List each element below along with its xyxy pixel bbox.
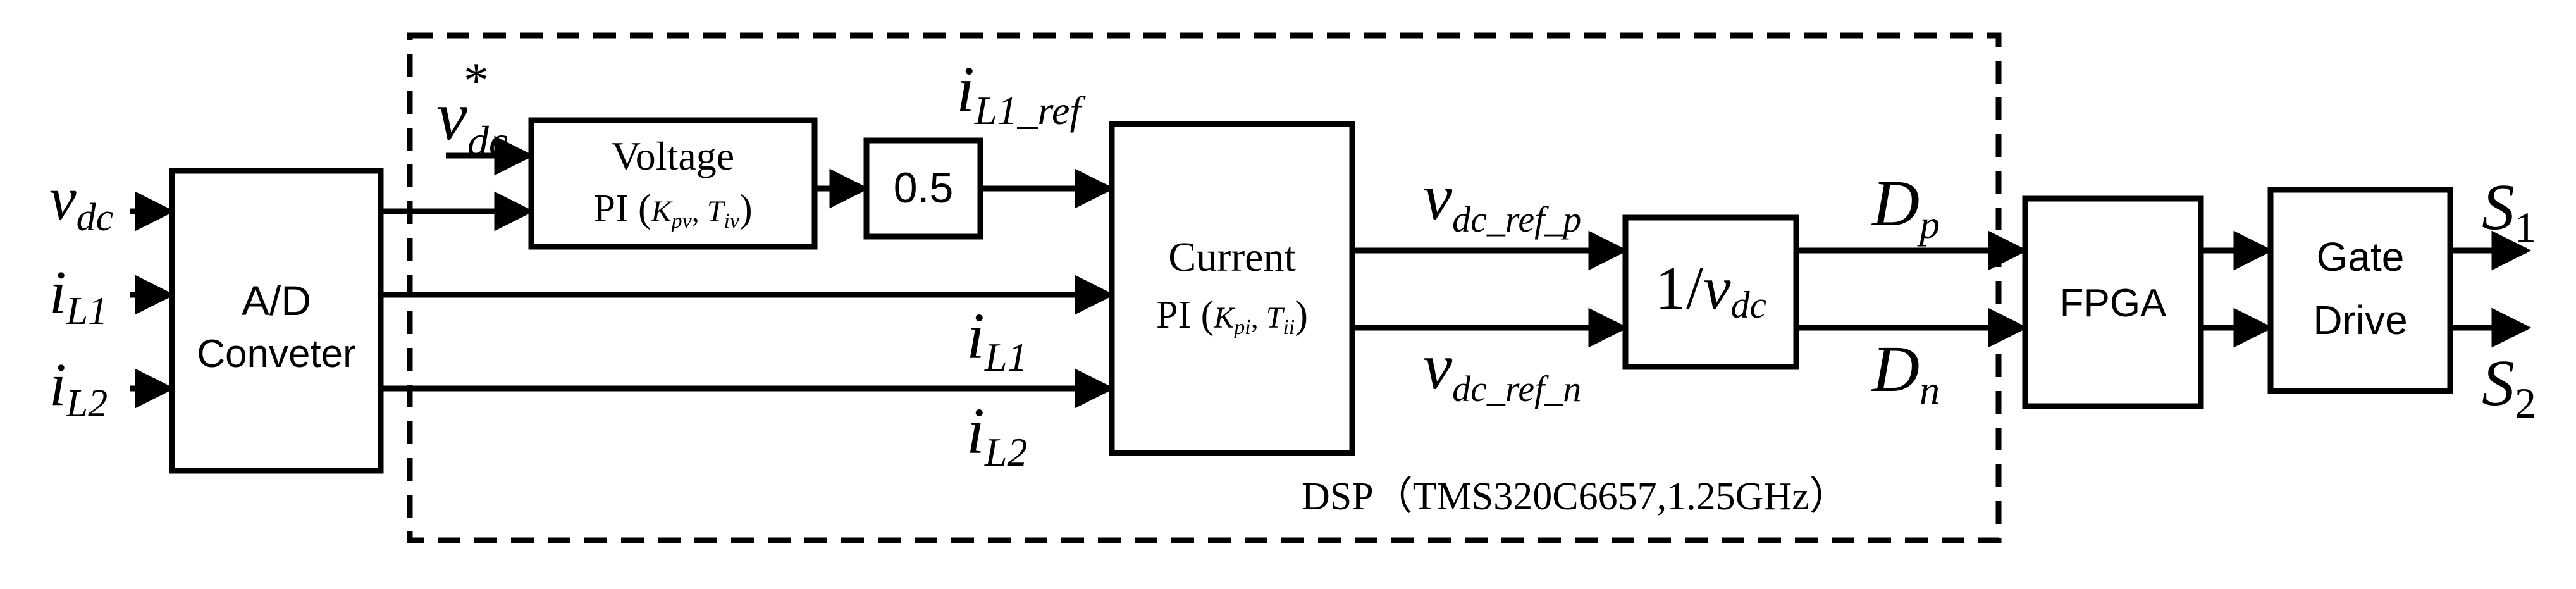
dp-label: Dp	[1871, 167, 1940, 247]
gate-drive-line2: Drive	[2313, 297, 2407, 343]
reciprocal-label: 1/vdc	[1655, 254, 1766, 326]
current-pi-line1: Current	[1168, 234, 1296, 280]
voltage-pi-line1: Voltage	[612, 133, 734, 178]
current-pi-line2: PI (Kpi, Tii)	[1156, 294, 1308, 339]
il1-mid-label: iL1	[966, 300, 1028, 380]
adc-block	[169, 168, 384, 474]
il2-mid-label: iL2	[966, 395, 1028, 474]
input-il2-label: iL2	[49, 350, 108, 425]
vdc-ref-n-label: vdc_ref_n	[1423, 330, 1581, 409]
gate-drive-line1: Gate	[2317, 234, 2405, 280]
adc-label-line2: Conveter	[197, 332, 356, 376]
s2-label: S2	[2482, 347, 2536, 427]
vdc-ref-p-label: vdc_ref_p	[1423, 161, 1581, 240]
current-pi-block	[1109, 121, 1355, 456]
il1-ref-label: iL1_ref	[956, 53, 1086, 133]
fpga-label: FPGA	[2060, 282, 2167, 325]
gate-drive-block	[2267, 187, 2453, 394]
dn-label: Dn	[1871, 333, 1940, 412]
dsp-label: DSP（TMS320C6657,1.25GHz）	[1302, 475, 1849, 518]
gain-label: 0.5	[894, 164, 954, 212]
voltage-pi-block	[528, 117, 818, 250]
input-il1-label: iL1	[49, 258, 108, 333]
reciprocal-block	[1622, 214, 1799, 370]
s1-label: S1	[2482, 171, 2536, 251]
input-vdc-label: vdc	[49, 164, 113, 239]
fpga-block	[2022, 195, 2204, 409]
dsp-boundary	[407, 32, 2002, 543]
vdc-star-label: vdc*	[436, 53, 508, 165]
voltage-pi-line2: PI (Kpv, Tiv)	[593, 187, 752, 233]
adc-label-line1: A/D	[242, 277, 311, 324]
gain-block	[863, 137, 983, 240]
